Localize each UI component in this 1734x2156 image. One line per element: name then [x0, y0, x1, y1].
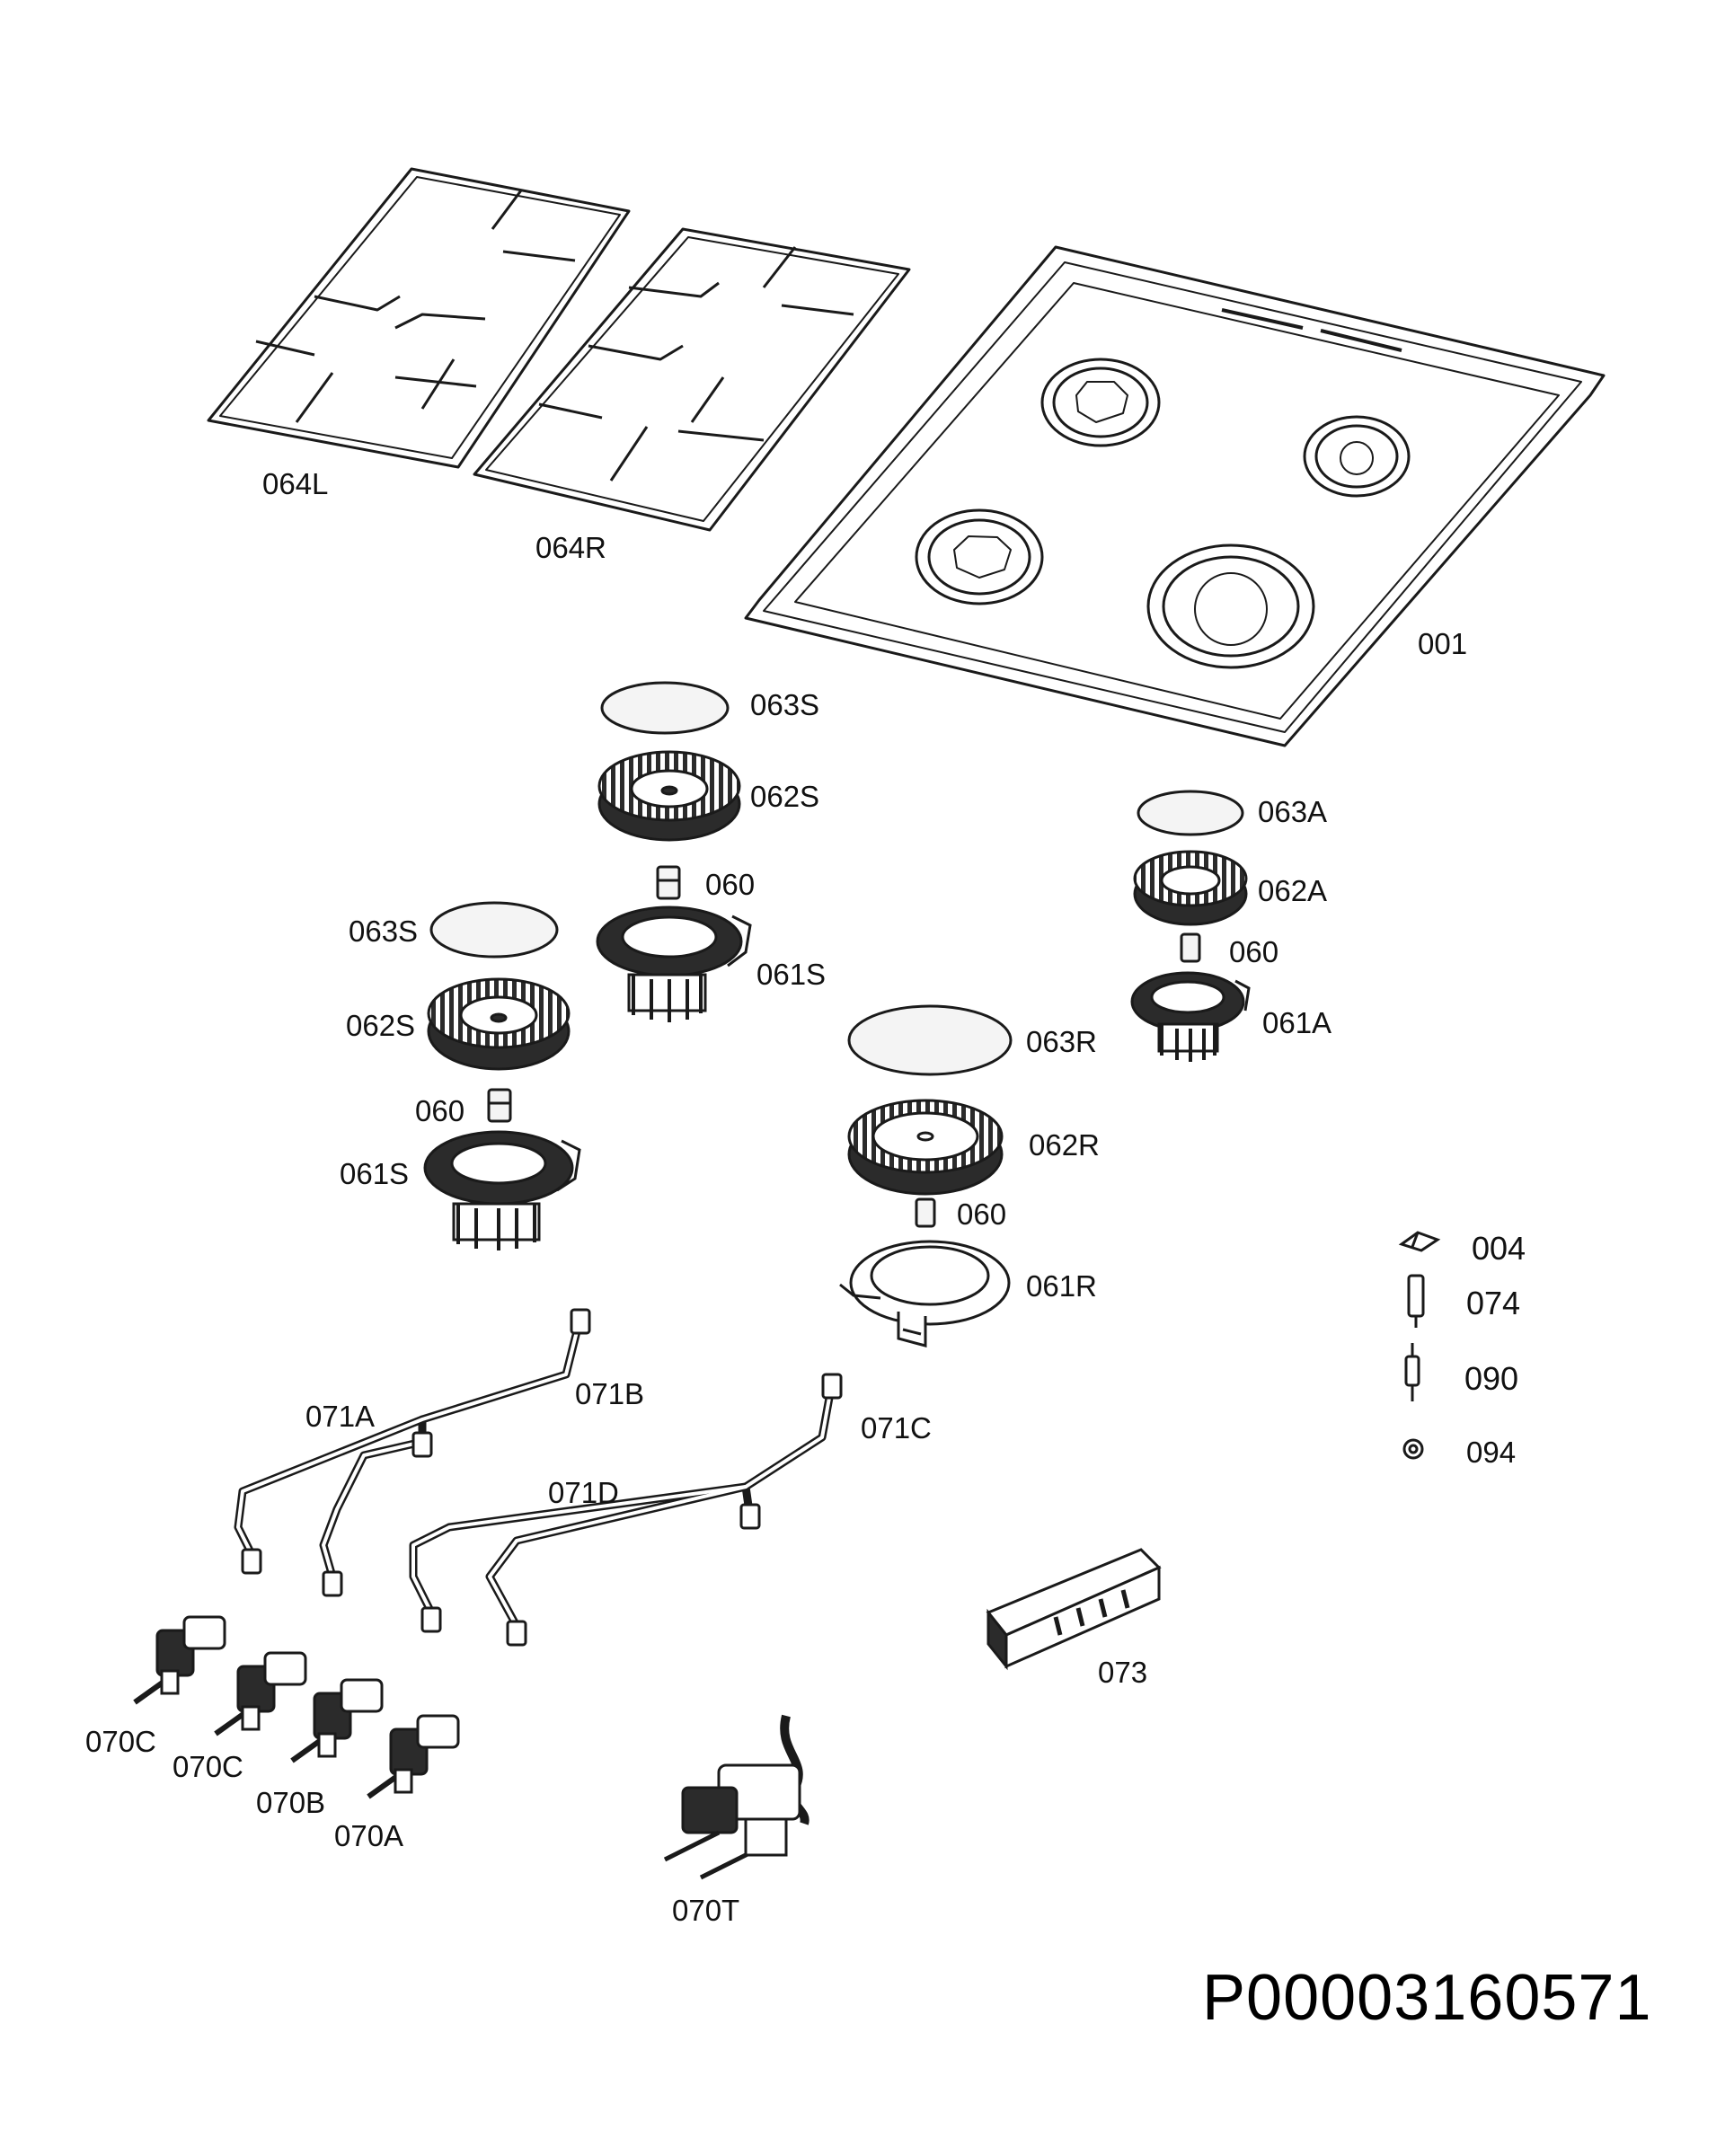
part-label-063S-upper: 063S [750, 688, 820, 721]
burner-cap-063R [849, 1006, 1011, 1074]
part-label-094: 094 [1466, 1436, 1517, 1469]
thermostat-tap-070T [665, 1716, 805, 1878]
burner-cup-061S-upper [597, 907, 750, 1022]
burner-crown-062S-upper [599, 752, 739, 840]
part-label-071D: 071D [548, 1476, 619, 1509]
part-label-071A: 071A [305, 1400, 376, 1433]
part-label-061S-upper: 061S [756, 958, 827, 991]
part-label-090: 090 [1464, 1360, 1519, 1397]
burner-crown-062S-lower [429, 979, 569, 1069]
part-label-074: 074 [1466, 1285, 1521, 1321]
part-label-062S-upper: 062S [750, 780, 820, 813]
burner-cup-061R [840, 1241, 1009, 1346]
part-label-071B: 071B [575, 1377, 645, 1410]
hob-top-plate [746, 247, 1604, 746]
gas-pipes-inner [238, 1321, 831, 1626]
part-label-061R: 061R [1026, 1269, 1097, 1303]
part-label-064L: 064L [262, 467, 329, 500]
part-label-004: 004 [1472, 1230, 1526, 1267]
pan-support-left [208, 169, 629, 467]
part-label-061S-lower: 061S [340, 1157, 410, 1190]
burner-cup-061A [1132, 973, 1249, 1062]
part-label-073: 073 [1098, 1656, 1148, 1689]
part-label-062A: 062A [1258, 874, 1328, 907]
injector-060-auxiliary [1181, 934, 1199, 961]
thermocouple-074 [1409, 1276, 1423, 1328]
burner-cap-063S-upper [602, 683, 728, 733]
part-label-063S-lower: 063S [349, 915, 419, 948]
washer-094 [1404, 1440, 1422, 1458]
part-label-071C: 071C [861, 1411, 932, 1445]
part-label-064R: 064R [535, 531, 606, 564]
part-label-063A: 063A [1258, 795, 1328, 828]
pan-support-right [474, 229, 909, 530]
part-label-070T: 070T [672, 1894, 740, 1927]
document-id: P00003160571 [1202, 1962, 1652, 2034]
part-label-060-lower: 060 [415, 1094, 465, 1127]
part-label-061A: 061A [1262, 1006, 1332, 1039]
part-label-070B: 070B [256, 1786, 326, 1819]
ignition-electrode-090 [1406, 1343, 1419, 1401]
injector-060-rapid [916, 1199, 934, 1226]
part-label-070A: 070A [334, 1819, 404, 1852]
part-label-060-auxiliary: 060 [1229, 935, 1279, 968]
part-label-060-rapid: 060 [957, 1197, 1007, 1231]
burner-cup-061S-lower [425, 1132, 579, 1250]
burner-cap-063A [1138, 791, 1243, 835]
burner-crown-062R [849, 1100, 1002, 1194]
injector-060-upper [658, 867, 679, 898]
part-label-001: 001 [1418, 627, 1468, 660]
part-label-062S-lower: 062S [346, 1009, 416, 1042]
part-label-063R: 063R [1026, 1025, 1097, 1058]
ignition-generator-073 [988, 1550, 1159, 1666]
burner-cap-063S-lower [431, 903, 557, 957]
gas-tap-070C-1 [135, 1617, 225, 1702]
part-label-070C-1: 070C [85, 1725, 156, 1758]
part-label-070C-2: 070C [173, 1750, 243, 1783]
part-label-060-upper: 060 [705, 868, 756, 901]
gas-tap-070A [368, 1716, 458, 1797]
pipe-fittings [243, 1310, 841, 1645]
part-label-062R: 062R [1029, 1128, 1100, 1162]
gas-tap-070C-2 [216, 1653, 305, 1734]
injector-060-lower-left [489, 1090, 510, 1121]
burner-crown-062A [1135, 852, 1246, 924]
gas-tap-070B [292, 1680, 382, 1761]
clip-004 [1402, 1233, 1438, 1250]
